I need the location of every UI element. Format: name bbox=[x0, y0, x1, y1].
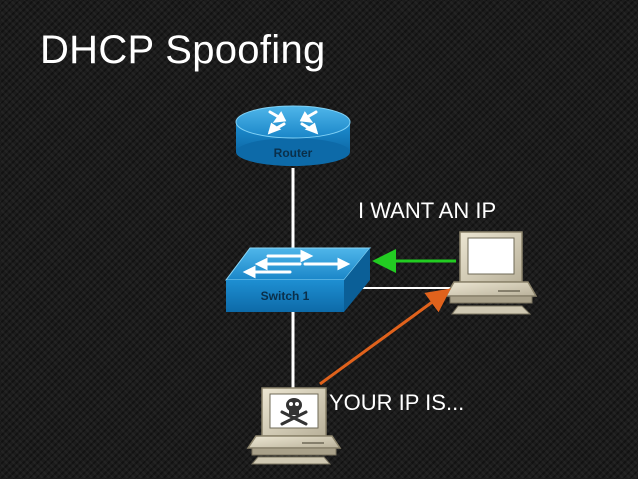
router-icon bbox=[235, 105, 351, 166]
switch-icon bbox=[225, 247, 372, 312]
slide-title: DHCP Spoofing bbox=[40, 28, 326, 72]
reply-arrow bbox=[319, 288, 451, 386]
skull-icon bbox=[280, 398, 308, 426]
router-label: Router bbox=[274, 146, 313, 160]
desktop-computer-icon bbox=[444, 231, 538, 315]
switch-label: Switch 1 bbox=[261, 289, 310, 303]
request-message: I WANT AN IP bbox=[358, 198, 497, 223]
skull-computer-icon bbox=[246, 387, 342, 465]
reply-message: YOUR IP IS... bbox=[329, 390, 465, 415]
